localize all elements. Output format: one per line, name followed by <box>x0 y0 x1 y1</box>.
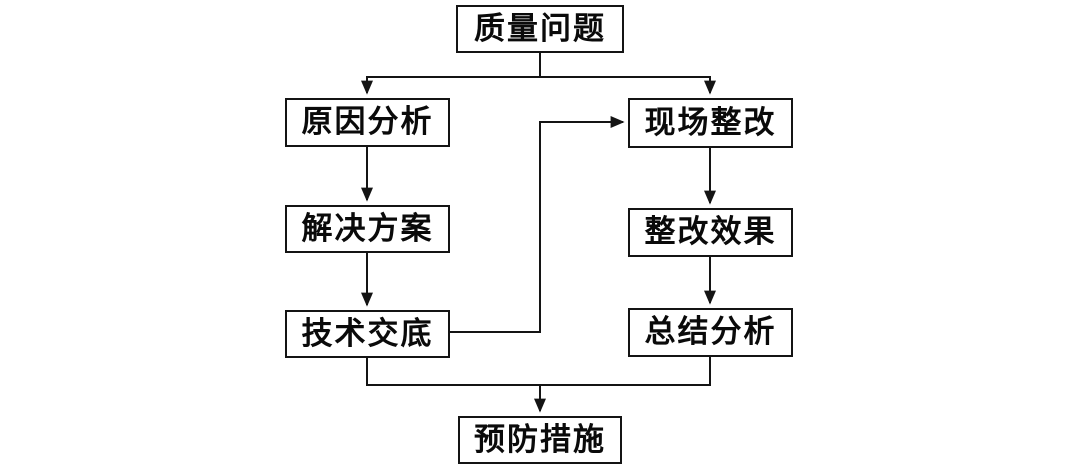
node-rectification-effect: 整改效果 <box>628 208 793 257</box>
node-summary-analysis: 总结分析 <box>628 308 793 357</box>
node-solution-plan: 解决方案 <box>285 205 450 253</box>
node-cause-analysis: 原因分析 <box>285 98 450 147</box>
node-technical-disclosure: 技术交底 <box>285 310 450 358</box>
node-quality-problem: 质量问题 <box>456 5 624 53</box>
edge-disclosure-to-rectification <box>450 116 625 333</box>
node-site-rectification: 现场整改 <box>628 98 793 148</box>
node-preventive-measures: 预防措施 <box>458 416 622 464</box>
